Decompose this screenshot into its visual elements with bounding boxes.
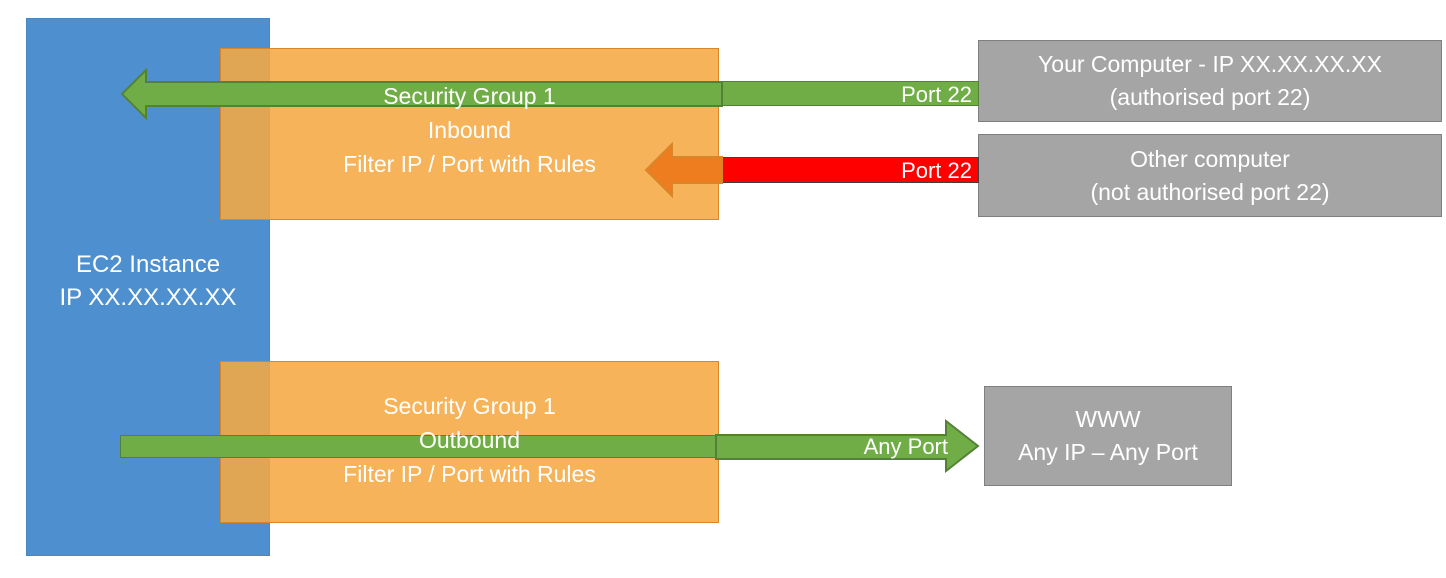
inbound-blocked-bar xyxy=(718,157,979,183)
inbound-allowed-arrow-icon xyxy=(120,67,723,121)
security-group-inbound-box xyxy=(220,48,719,220)
endpoint-other-computer-line1: Other computer xyxy=(1130,145,1290,172)
endpoint-other-computer-line2: (not authorised port 22) xyxy=(1090,178,1330,205)
endpoint-www-line1: WWW xyxy=(1075,406,1141,432)
endpoint-other-computer: Other computer (not authorised port 22) xyxy=(978,134,1442,217)
inbound-blocked-arrow-icon xyxy=(644,141,723,199)
endpoint-www-line2: Any IP – Any Port xyxy=(1018,439,1198,465)
inbound-allowed-bar xyxy=(718,81,979,106)
endpoint-your-computer-line1: Your Computer - IP XX.XX.XX.XX xyxy=(1038,51,1382,77)
outbound-allowed-arrow-icon xyxy=(715,418,980,474)
endpoint-your-computer: Your Computer - IP XX.XX.XX.XX (authoris… xyxy=(978,40,1442,122)
outbound-start-bar xyxy=(120,435,720,458)
endpoint-your-computer-line2: (authorised port 22) xyxy=(1109,84,1311,110)
endpoint-www: WWW Any IP – Any Port xyxy=(984,386,1232,486)
